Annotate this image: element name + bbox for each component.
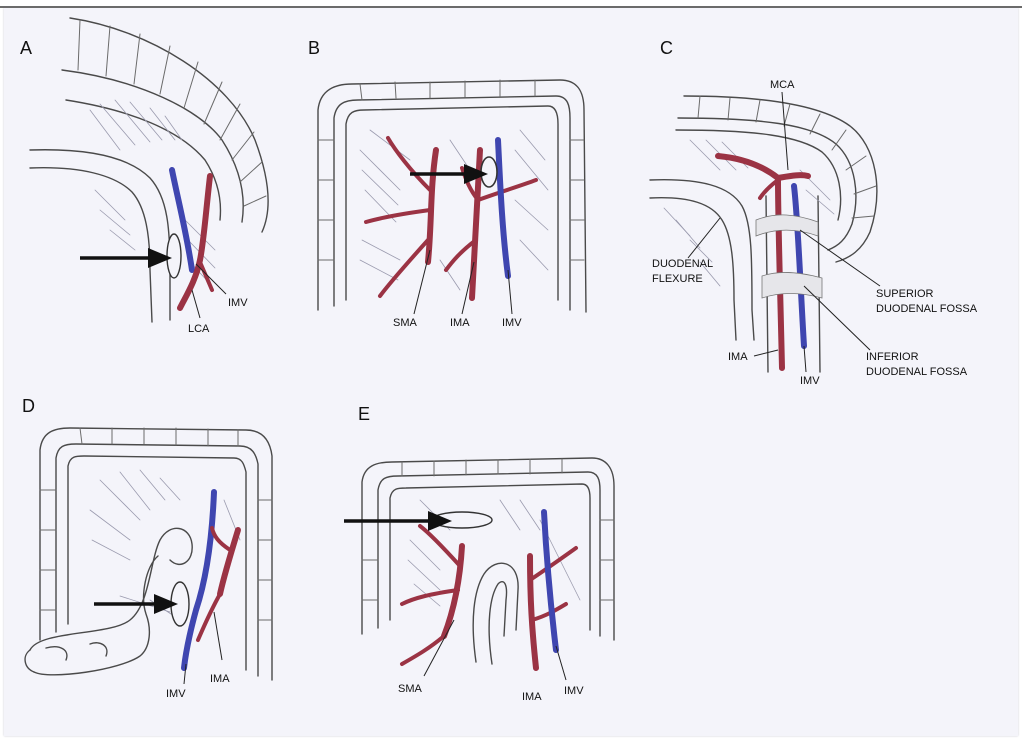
panel-e-sma-branch-2: [402, 590, 458, 604]
panel-e-imv-vein: [544, 512, 556, 650]
panel-c-mca-artery: [718, 156, 808, 178]
panel-c: C: [650, 38, 978, 387]
panel-d-ima-leader: [214, 612, 222, 660]
panel-e-letter: E: [358, 404, 370, 424]
panel-c-colon: [650, 96, 877, 372]
panel-d-colon-frame: [25, 428, 272, 680]
panel-e-sma-branch-1: [420, 526, 460, 566]
panel-a: A: [20, 18, 268, 335]
panel-c-superior-label-1: SUPERIOR: [876, 288, 934, 300]
panel-d-ima-label: IMA: [210, 673, 230, 685]
panel-a-lca-label: LCA: [188, 323, 210, 335]
panel-e-ima-artery: [530, 556, 536, 668]
panel-b-imv-label: IMV: [502, 317, 522, 329]
panel-e-ima-label: IMA: [522, 691, 542, 703]
panel-b-fossa-opening: [481, 157, 497, 187]
panel-c-flexure-label-2: FLEXURE: [652, 273, 703, 285]
panel-b-sma-label: SMA: [393, 317, 418, 329]
panel-c-flexure-leader: [688, 218, 720, 258]
panel-c-superior-fold: [756, 215, 818, 236]
panel-c-imv-vein: [794, 186, 804, 346]
panel-b-sma-branch-1: [388, 138, 430, 190]
panel-c-ima-leader: [754, 350, 778, 356]
panel-a-arrow: [80, 248, 172, 268]
panel-c-letter: C: [660, 38, 673, 58]
panel-c-inferior-label-2: DUODENAL FOSSA: [866, 366, 968, 378]
panel-c-ima-label: IMA: [728, 351, 748, 363]
panel-b-sma-branch-2: [366, 210, 430, 222]
panel-e-ima-branch-1: [530, 548, 576, 580]
panel-d-letter: D: [22, 396, 35, 416]
panel-b-mesentery-hatching: [360, 130, 548, 290]
panel-c-inferior-label-1: INFERIOR: [866, 351, 919, 363]
panel-b-letter: B: [308, 38, 320, 58]
panel-a-fossa-opening: [167, 234, 181, 278]
panel-e-imv-label: IMV: [564, 685, 584, 697]
panel-a-letter: A: [20, 38, 32, 58]
panel-c-mca-label: MCA: [770, 79, 795, 91]
panel-b-sma-leader: [414, 250, 430, 314]
panel-b-colon-frame: [318, 80, 586, 312]
panel-c-inferior-leader: [804, 286, 870, 350]
panel-c-imv-leader: [804, 346, 806, 372]
panel-d-ima-branch-1: [212, 528, 230, 550]
panel-e-imv-leader: [556, 646, 566, 680]
panel-a-lca-leader: [192, 290, 200, 318]
panel-b-ima-label: IMA: [450, 317, 470, 329]
panel-d: D: [22, 396, 272, 700]
panel-b: B: [308, 38, 586, 329]
panel-d-imv-label: IMV: [166, 688, 186, 700]
panel-d-ima-artery: [220, 530, 238, 594]
panel-c-superior-label-2: DUODENAL FOSSA: [876, 303, 978, 315]
panel-e-colon-frame: [362, 458, 614, 664]
panel-d-arrow: [94, 594, 178, 614]
panel-b-imv-vein: [498, 140, 508, 276]
panel-e: E: [344, 404, 614, 703]
panel-b-sma-artery: [428, 150, 436, 262]
panel-e-arrow: [344, 511, 452, 531]
panel-c-imv-label: IMV: [800, 375, 820, 387]
panel-a-imv-label: IMV: [228, 297, 248, 309]
panel-e-sma-label: SMA: [398, 683, 423, 695]
panel-c-flexure-label-1: DUODENAL: [652, 258, 713, 270]
panel-a-lca-branch: [200, 262, 212, 290]
panel-a-colon: [30, 18, 268, 322]
